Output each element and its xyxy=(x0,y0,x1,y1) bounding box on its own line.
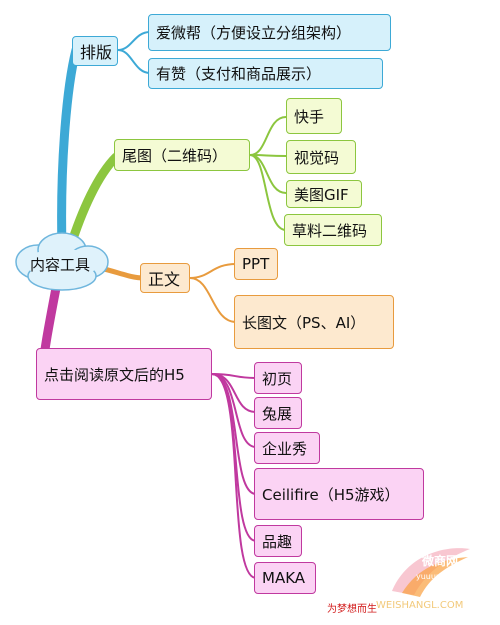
leaf-typesetting-2: 有赞（支付和商品展示） xyxy=(148,58,383,89)
leaf-body-1: PPT xyxy=(234,248,278,280)
watermark-tagline: 为梦想而生 xyxy=(327,604,377,615)
watermark-url: WEISHANGL.COM xyxy=(376,600,464,611)
branch-line-typesetting xyxy=(57,45,81,253)
leaf-tail-3: 美图GIF xyxy=(286,180,362,208)
link-typesetting-1 xyxy=(117,31,151,51)
branch-h5: 点击阅读原文后的H5 xyxy=(36,348,212,400)
root-cloud-shape xyxy=(15,232,109,291)
leaf-tail-1: 快手 xyxy=(286,98,342,134)
branch-typesetting: 排版 xyxy=(72,36,118,66)
link-tail-1 xyxy=(249,116,287,156)
leaf-h5-3: 企业秀 xyxy=(254,432,320,464)
branch-line-tail xyxy=(65,152,121,253)
leaf-body-2: 长图文（PS、AI） xyxy=(234,295,394,349)
leaf-h5-2: 兔展 xyxy=(254,397,302,429)
branch-body: 正文 xyxy=(140,263,190,293)
link-tail-4 xyxy=(249,154,287,231)
link-body-2 xyxy=(189,277,237,323)
leaf-tail-2: 视觉码 xyxy=(286,140,356,174)
link-typesetting-2 xyxy=(117,49,151,74)
watermark-logo-text: 微商网 xyxy=(421,553,458,568)
link-body-1 xyxy=(189,263,237,279)
leaf-h5-6: MAKA xyxy=(254,562,316,594)
link-tail-3 xyxy=(249,154,287,194)
leaf-tail-4: 草料二维码 xyxy=(284,214,382,246)
watermark-logo: 微商网 yuuuu.com xyxy=(392,548,470,597)
leaf-h5-4: Ceilifire（H5游戏） xyxy=(254,468,424,520)
watermark-logo-subtext: yuuuu.com xyxy=(416,572,461,581)
root-node: 内容工具 xyxy=(29,255,90,274)
leaf-h5-1: 初页 xyxy=(254,362,302,394)
leaf-h5-5: 品趣 xyxy=(254,525,302,557)
link-h5-6 xyxy=(211,373,257,579)
branch-tail: 尾图（二维码） xyxy=(114,139,250,171)
leaf-typesetting-1: 爱微帮（方便设立分组架构） xyxy=(148,14,391,51)
